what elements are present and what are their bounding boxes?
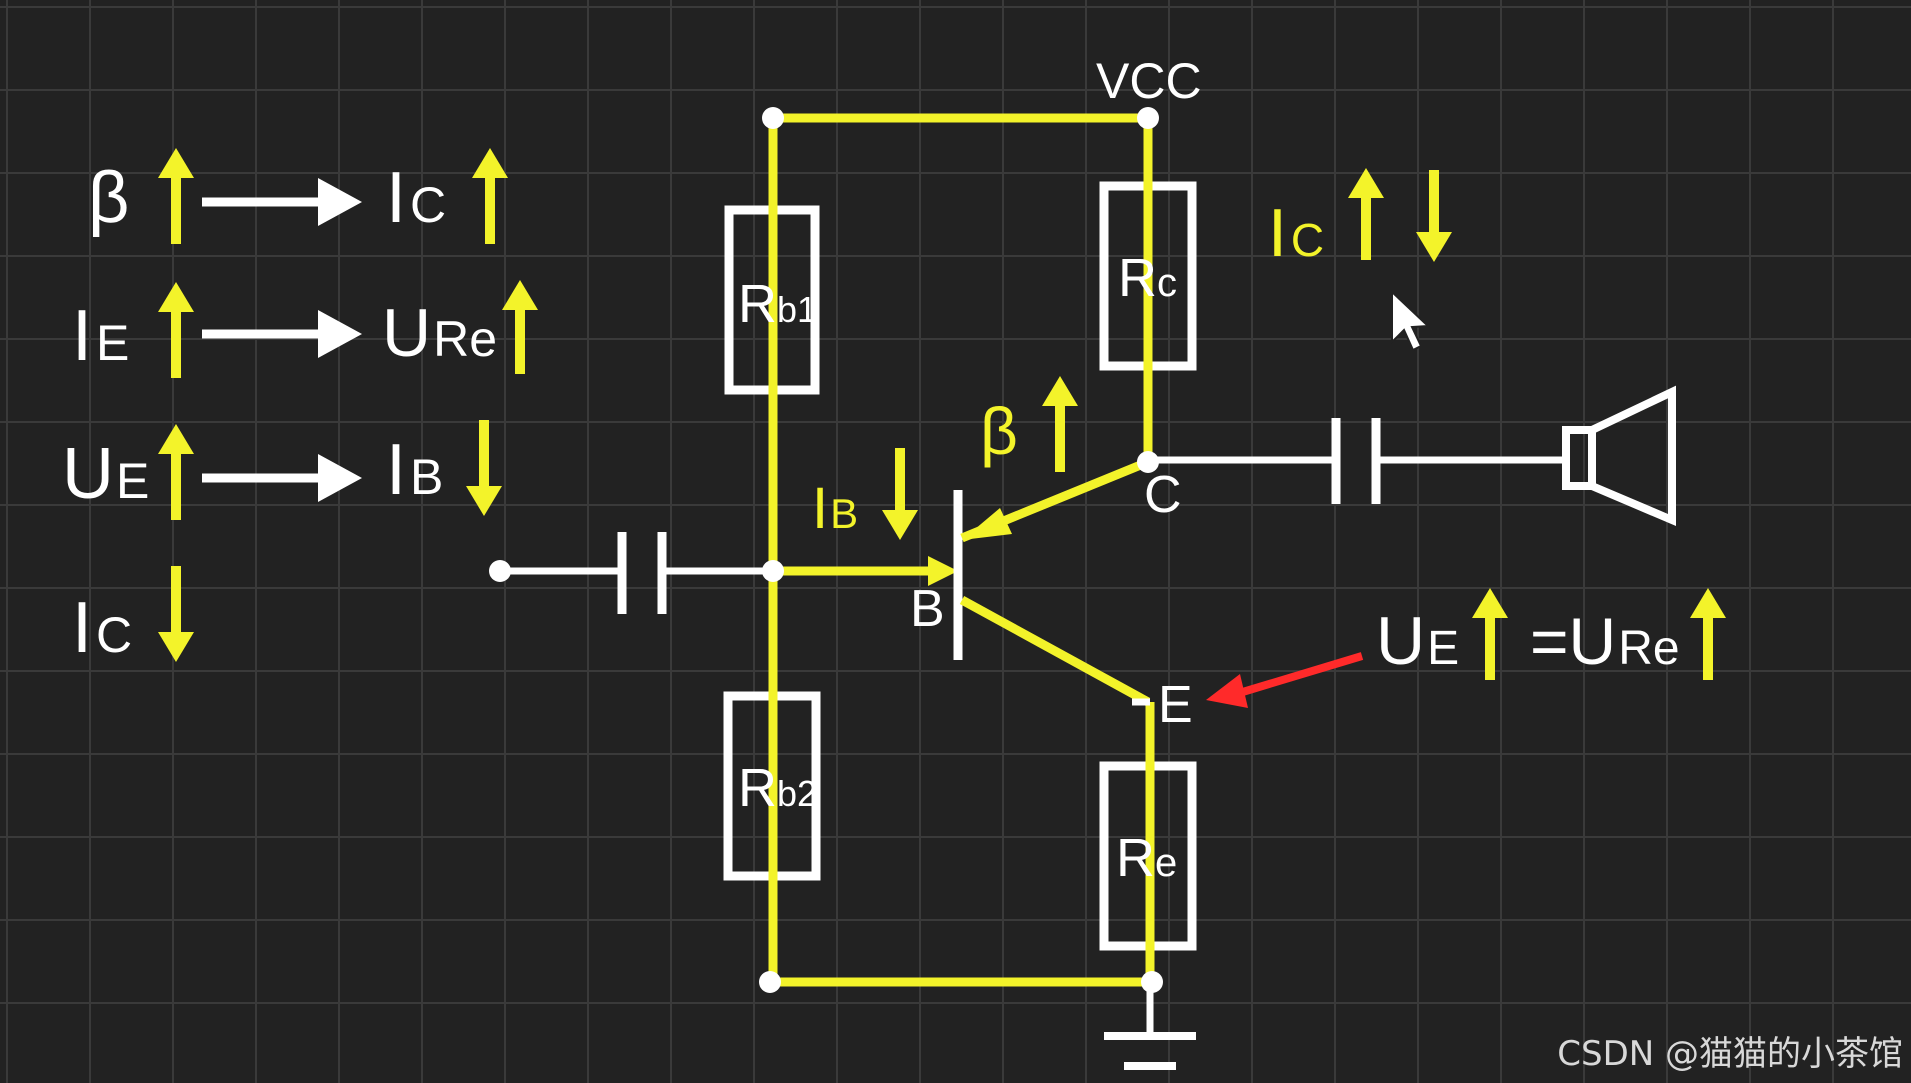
ue-equals-ure: UE =URe — [1206, 588, 1726, 708]
emitter-label: E — [1158, 676, 1193, 734]
down-arrow-icon — [1416, 170, 1452, 262]
down-arrow-icon — [158, 566, 194, 662]
causal-chain: β IC IE URe UE — [62, 148, 538, 668]
up-arrow-icon — [502, 280, 538, 374]
chain-2-right: URe — [382, 295, 497, 371]
rb2-label: Rb2 — [738, 758, 817, 818]
ib-label: IB — [812, 476, 858, 541]
rb1-label: Rb1 — [738, 274, 817, 334]
chain-3-left: UE — [62, 434, 149, 514]
chain-2-left: IE — [72, 296, 129, 376]
output-coupling-capacitor — [1148, 418, 1566, 504]
up-arrow-icon — [158, 424, 194, 520]
ic-label: IC — [1268, 195, 1324, 271]
bias-wire-loop — [759, 107, 1163, 993]
up-arrow-icon — [1472, 588, 1508, 680]
up-arrow-icon — [1690, 588, 1726, 680]
down-arrow-icon — [882, 448, 918, 540]
right-arrow-icon — [202, 310, 362, 358]
beta-label: β — [980, 394, 1018, 468]
up-arrow-icon — [1348, 168, 1384, 260]
re-label: Re — [1116, 828, 1177, 888]
up-arrow-icon — [472, 148, 508, 244]
down-arrow-icon — [466, 420, 502, 516]
ic-annotation: IC — [1268, 168, 1452, 271]
speaker-icon — [1562, 385, 1676, 527]
up-arrow-icon — [158, 148, 194, 244]
right-arrow-icon — [202, 454, 362, 502]
mouse-cursor-icon — [1391, 289, 1431, 352]
input-coupling-capacitor — [489, 532, 772, 614]
ground-icon — [1104, 984, 1196, 1070]
chain-1-right: IC — [386, 158, 446, 238]
base-label: B — [910, 580, 945, 638]
ure-label: =URe — [1530, 604, 1680, 678]
watermark: CSDN @猫猫的小茶馆 — [1557, 1034, 1903, 1074]
circuit: VCC Rb1 Rb2 Rc Re C B E β IB — [489, 53, 1676, 1070]
rc-label: Rc — [1118, 248, 1177, 308]
chain-1-left: β — [88, 158, 129, 238]
vcc-label: VCC — [1096, 53, 1202, 109]
up-arrow-icon — [1042, 376, 1078, 472]
up-arrow-icon — [158, 282, 194, 378]
transistor — [953, 451, 1159, 706]
chain-3-right: IB — [386, 430, 443, 510]
collector-label: C — [1144, 466, 1182, 524]
red-pointer-arrow-icon — [1206, 652, 1364, 708]
right-arrow-icon — [202, 178, 362, 226]
chain-4-left: IC — [72, 588, 132, 668]
ue-label: UE — [1376, 603, 1459, 679]
